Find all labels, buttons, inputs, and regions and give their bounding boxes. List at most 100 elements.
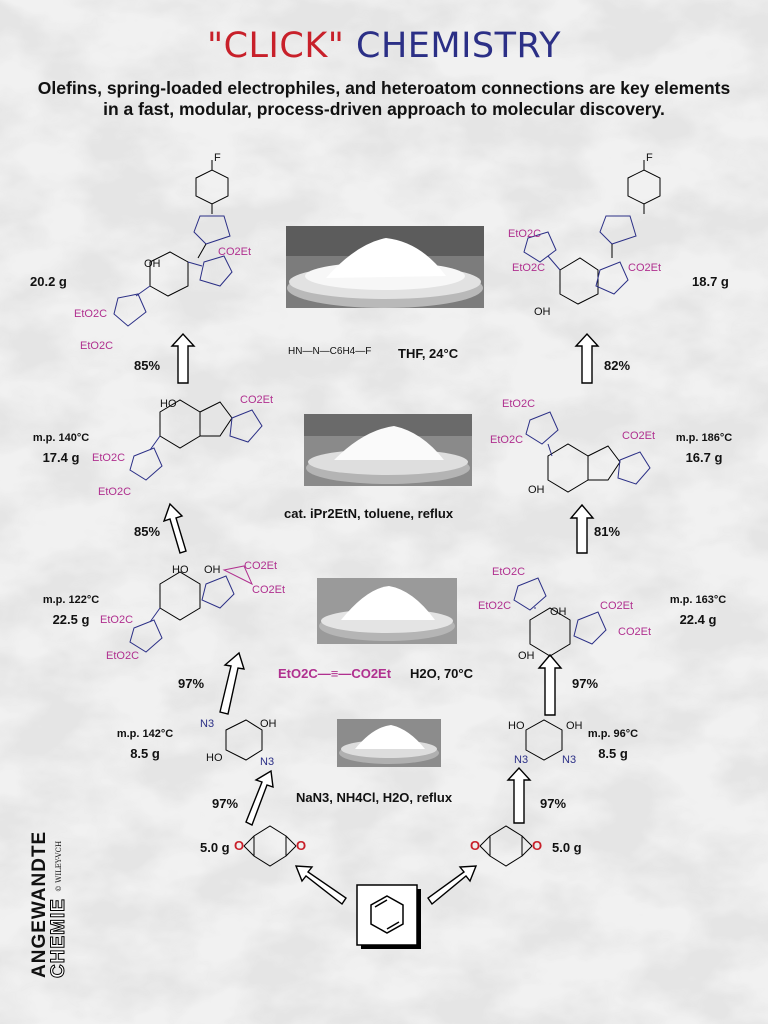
arrow-diag-right [427, 865, 478, 906]
molecule-row5-left [243, 825, 297, 867]
oxygen-label-r2: O [532, 838, 543, 853]
arrow-right-2 [569, 503, 595, 554]
title-chemistry: CHEMISTRY [356, 26, 561, 66]
oxygen-label-r1: O [470, 838, 481, 853]
ester-label-r3r1: EtO2C [492, 566, 526, 578]
mass-left-1: 20.2 g [30, 274, 67, 289]
product-photo-2 [304, 414, 472, 486]
mass-right-3: 22.4 g [679, 612, 717, 627]
mass-left-5: 5.0 g [200, 840, 230, 855]
logo-line2: CHEMIE [48, 898, 70, 979]
azide-label-r4r2: N3 [562, 754, 577, 766]
ester-label-r2l3: EtO2C [98, 486, 132, 498]
hydroxyl-label-r3r2: OH [518, 650, 535, 662]
hydroxyl-label-r3l1: HO [172, 564, 189, 576]
oxygen-label-l2: O [296, 838, 307, 853]
hydroxyl-label-r4l1: OH [260, 718, 277, 730]
fluoro-label-left: F [214, 152, 221, 164]
mass-right-1: 18.7 g [692, 274, 729, 289]
ester-label-r3l4: EtO2C [106, 650, 140, 662]
hydroxyl-label-r3r1: OH [550, 606, 567, 618]
azide-label-r4l2: N3 [260, 756, 275, 768]
mass-left-4: 8.5 g [130, 746, 160, 761]
mass-left-3: 22.5 g [52, 612, 90, 627]
azide-label-r4r1: N3 [514, 754, 529, 766]
arrow-right-4 [506, 766, 532, 824]
ester-label-r3r2: EtO2C [478, 600, 512, 612]
ester-label-tr2: EtO2C [512, 262, 546, 274]
mp-right-2: m.p. 186°C [675, 432, 733, 444]
azide-label-r4l1: N3 [200, 718, 215, 730]
condition-step2-reagent: EtO2C—≡—CO2Et [278, 666, 392, 681]
molecule-top-right [523, 160, 661, 305]
ester-label-r2l1: CO2Et [240, 394, 274, 406]
mp-left-2: m.p. 140°C [32, 432, 90, 444]
ester-label-r3l3: EtO2C [100, 614, 134, 626]
oxygen-label-l1: O [234, 838, 245, 853]
ester-label-r2r3: CO2Et [622, 430, 656, 442]
mass-right-2: 16.7 g [685, 450, 723, 465]
ester-label-r3l2: CO2Et [252, 584, 286, 596]
molecule-top-left [113, 160, 233, 327]
ester-label-r3r4: CO2Et [618, 626, 652, 638]
mass-right-5: 5.0 g [552, 840, 582, 855]
title-click: "CLICK" [207, 26, 345, 66]
ester-label-tl2: EtO2C [74, 308, 108, 320]
product-photo-4 [337, 719, 441, 767]
molecule-row2-left [129, 399, 263, 481]
molecule-row4-right [525, 719, 563, 761]
mass-right-4: 8.5 g [598, 746, 628, 761]
arrow-left-1 [170, 332, 196, 384]
product-photo-3 [317, 578, 457, 644]
angewandte-logo: ANGEWANDTE CHEMIE © WILEY-VCH [29, 818, 70, 979]
mp-left-4: m.p. 142°C [116, 728, 174, 740]
subtitle: Olefins, spring-loaded electrophiles, an… [37, 78, 731, 119]
arrow-left-2 [162, 502, 187, 554]
yield-left-1: 85% [134, 358, 161, 373]
condition-step2: H2O, 70°C [410, 666, 474, 681]
molecule-row4-left [225, 719, 263, 761]
ester-label-tl3: EtO2C [80, 340, 114, 352]
page-title: "CLICK" CHEMISTRY [0, 26, 768, 66]
hydroxyl-label-r3l2: OH [204, 564, 221, 576]
mp-left-3: m.p. 122°C [42, 594, 100, 606]
arrow-diag-left [294, 865, 347, 906]
yield-left-2: 85% [134, 524, 161, 539]
yield-right-3: 97% [572, 676, 599, 691]
hydroxyl-label-r4r2: OH [566, 720, 583, 732]
hydroxyl-label-tr: OH [534, 306, 551, 318]
condition-step1: NaN3, NH4Cl, H2O, reflux [296, 790, 453, 805]
yield-left-4: 97% [212, 796, 239, 811]
starting-material-box [356, 884, 421, 949]
molecule-row3-right [513, 577, 607, 657]
arrow-left-4 [245, 769, 274, 826]
ester-label-tl1: CO2Et [218, 246, 252, 258]
ester-label-r3l1: CO2Et [244, 560, 278, 572]
arrow-right-1 [574, 332, 600, 384]
hydroxyl-label-r4l2: HO [206, 752, 223, 764]
ester-label-tr1: EtO2C [508, 228, 542, 240]
arrow-right-3 [537, 653, 563, 716]
molecule-row3-left [129, 565, 254, 653]
ester-label-r3r3: CO2Et [600, 600, 634, 612]
yield-right-2: 81% [594, 524, 621, 539]
hydroxyl-label-tl: OH [144, 258, 161, 270]
yield-right-1: 82% [604, 358, 631, 373]
ester-label-r2l2: EtO2C [92, 452, 126, 464]
hydroxyl-label-r2l: HO [160, 398, 177, 410]
condition-step4-reagent: HN—N—C6H4—F [288, 346, 372, 357]
ester-label-tr3: CO2Et [628, 262, 662, 274]
hydroxyl-label-r4r1: HO [508, 720, 525, 732]
condition-step3: cat. iPr2EtN, toluene, reflux [284, 506, 454, 521]
product-photo-1 [286, 226, 484, 308]
logo-publisher: © WILEY-VCH [54, 840, 63, 893]
molecule-row5-right [479, 825, 533, 867]
mp-right-4: m.p. 96°C [587, 728, 639, 740]
ester-label-r2r2: EtO2C [490, 434, 524, 446]
yield-right-4: 97% [540, 796, 567, 811]
arrow-left-3 [219, 651, 246, 715]
molecule-row2-right [525, 411, 651, 493]
